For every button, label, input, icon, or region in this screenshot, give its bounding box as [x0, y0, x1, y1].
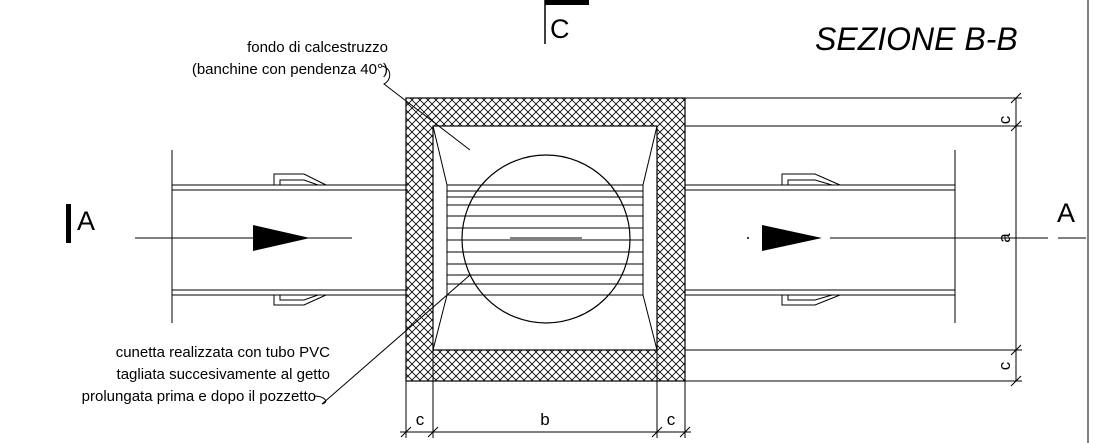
outlet-pipe — [685, 150, 956, 323]
dimension-c-right: c — [667, 410, 676, 429]
dimension-c-left: c — [416, 410, 425, 429]
inlet-pipe — [171, 150, 408, 323]
bench-slope-lines — [432, 125, 658, 351]
flow-arrow-right — [762, 225, 822, 251]
note-channel-line3: prolungata prima e dopo il pozzetto — [82, 388, 316, 405]
note-channel-line1: cunetta realizzata con tubo PVC — [116, 344, 330, 361]
dimension-b: b — [540, 410, 549, 429]
dimension-a: a — [995, 233, 1014, 243]
flow-arrow-left — [253, 225, 310, 251]
section-marker-left-bar — [66, 204, 71, 243]
note-concrete-line2: (banchine con pendenza 40°) — [192, 61, 388, 78]
pvc-channel — [446, 184, 644, 296]
dimension-lines-right — [685, 92, 1022, 387]
drawing-title: SEZIONE B-B — [815, 21, 1018, 57]
note-concrete-line1: fondo di calcestruzzo — [247, 39, 388, 56]
dimension-c-bottom: c — [995, 361, 1014, 370]
section-marker-right-label: A — [1057, 198, 1075, 228]
manhole-opening — [461, 154, 631, 324]
section-marker-top-bar — [545, 0, 589, 5]
flow-axis — [135, 237, 1048, 239]
dimension-c-top: c — [995, 115, 1014, 124]
dimension-lines-bottom — [400, 350, 691, 438]
section-marker-top-label: C — [550, 14, 570, 44]
section-marker-left-label: A — [77, 206, 95, 236]
note-channel-line2: tagliata succesivamente al getto — [117, 366, 330, 383]
leader-channel — [313, 274, 471, 405]
leader-concrete — [381, 65, 471, 151]
